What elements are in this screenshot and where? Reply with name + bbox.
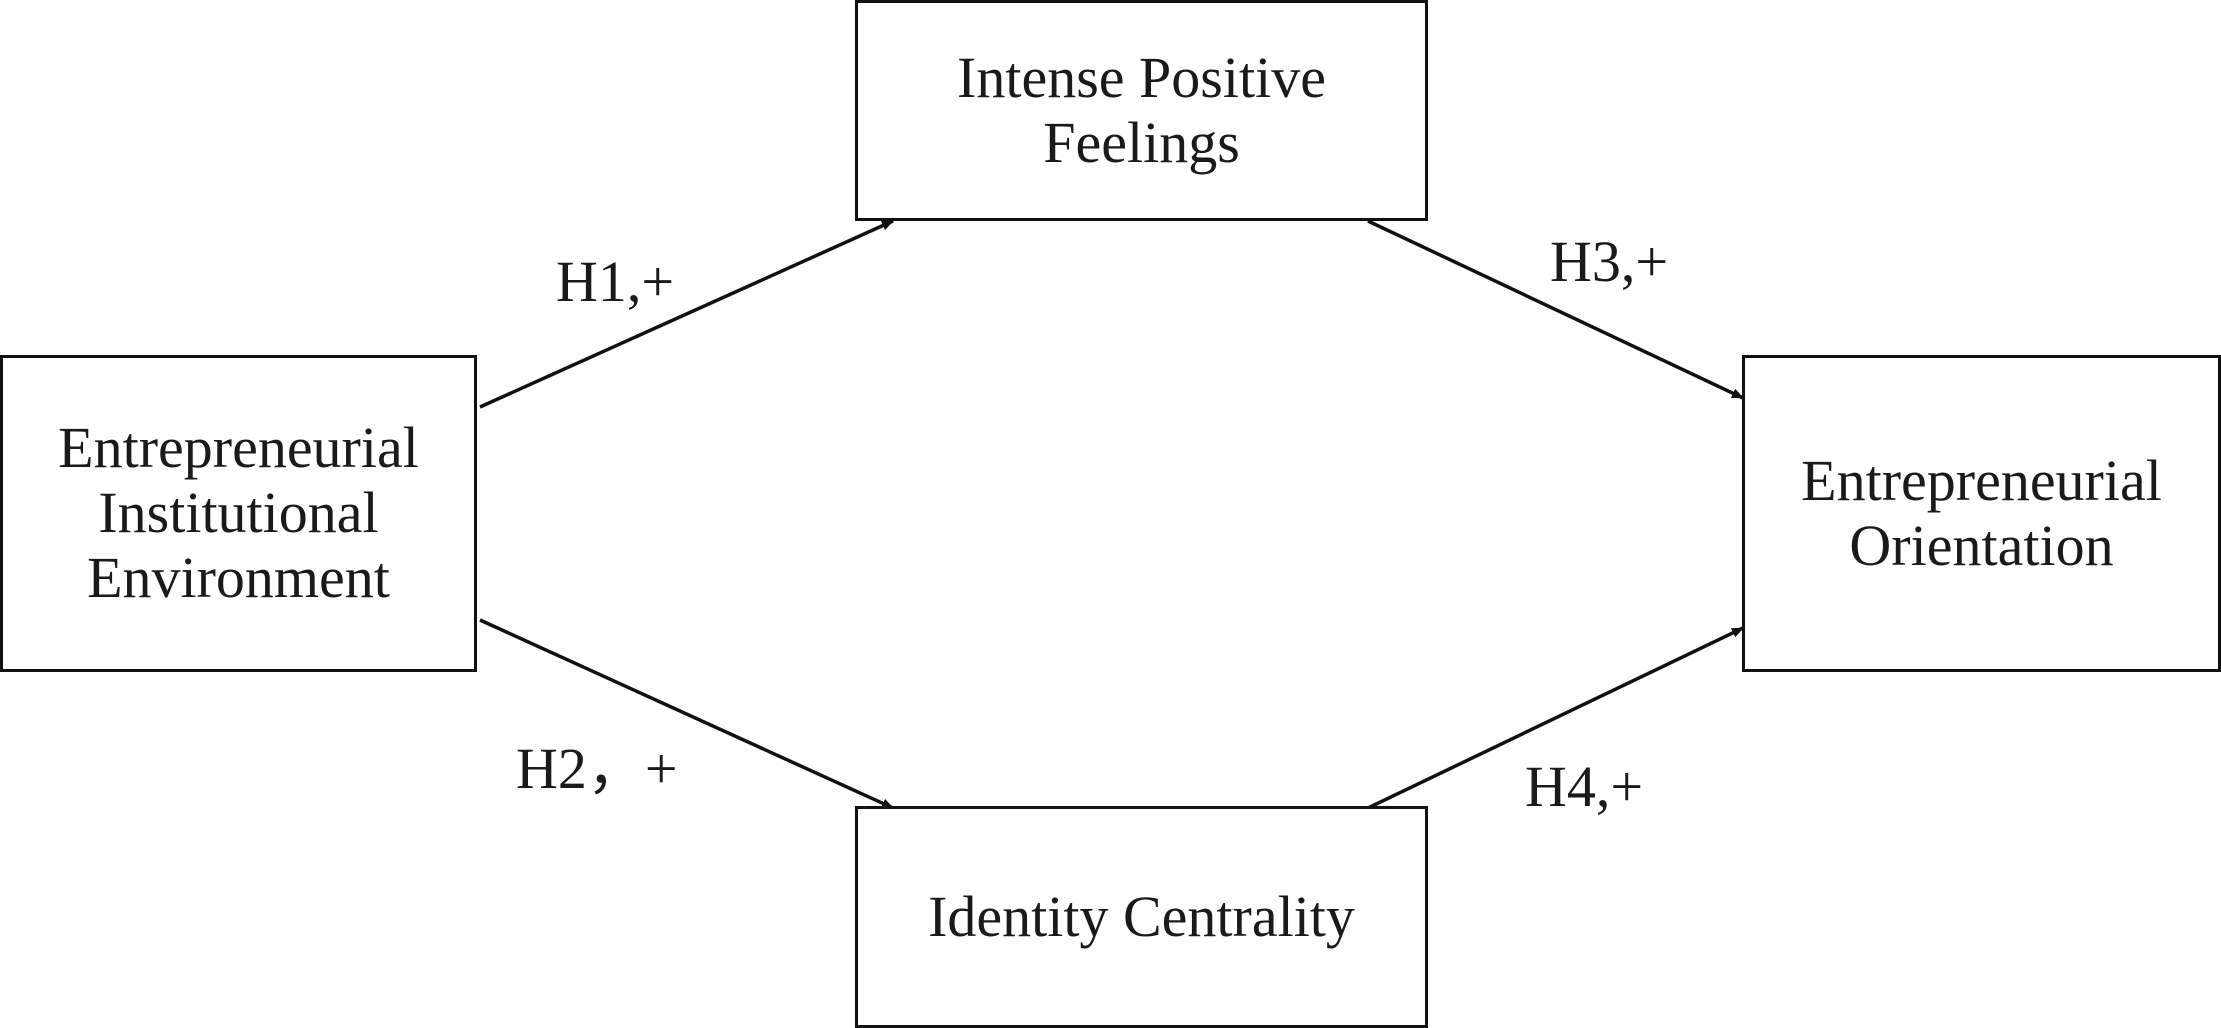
node-entrepreneurial-orientation: Entrepreneurial Orientation [1742,355,2221,672]
node-label: Intense Positive Feelings [957,44,1326,175]
edge-label-h4: H4,+ [1525,754,1644,819]
node-label: Identity Centrality [928,883,1355,949]
edge-label-h2: H2，+ [516,736,678,801]
node-label: Entrepreneurial Institutional Environmen… [58,415,419,610]
edge-h4-arrow [1367,626,1744,810]
edge-label-h1: H1,+ [556,249,675,314]
edge-label-h3: H3,+ [1550,229,1669,294]
edge-h3-arrow [1367,219,1744,400]
node-intense-positive-feelings: Intense Positive Feelings [855,0,1428,221]
node-entrepreneurial-institutional-environment: Entrepreneurial Institutional Environmen… [0,355,477,672]
edge-h2-arrow [479,618,894,810]
node-label: Entrepreneurial Orientation [1801,447,2162,578]
edge-h1-arrow [479,219,894,409]
node-identity-centrality: Identity Centrality [855,806,1428,1028]
